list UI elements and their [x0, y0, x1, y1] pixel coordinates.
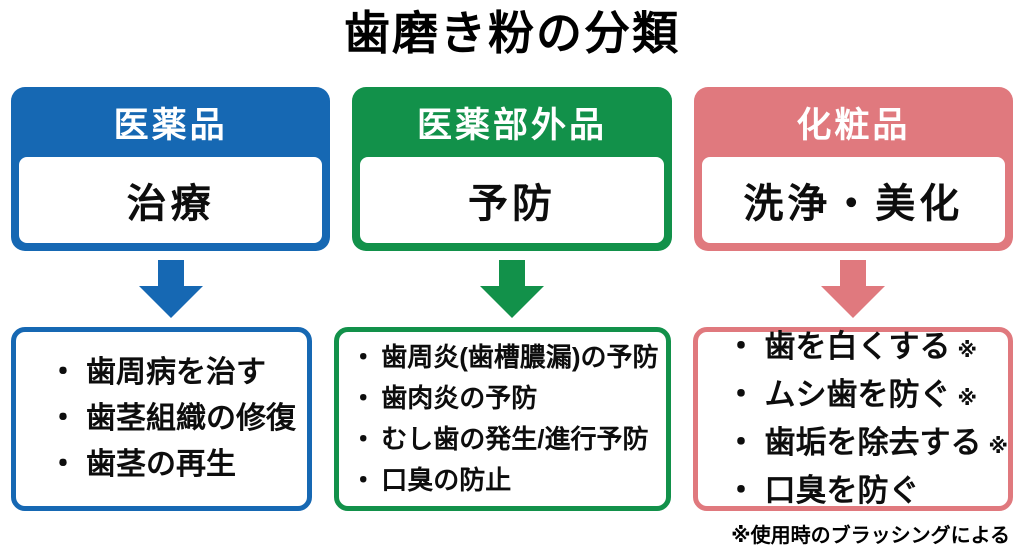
category-name: 化粧品 [796, 105, 911, 145]
list-item: ・ むし歯の発生/進行予防 [339, 419, 665, 460]
bullet-marker: ・ [350, 383, 377, 414]
category-purpose: 予防 [360, 157, 664, 244]
effect-text: 口臭の防止 [381, 465, 512, 496]
effect-text: 歯肉炎の予防 [381, 383, 538, 414]
bullet-marker: ・ [48, 356, 78, 390]
footnote: ※使用時のブラッシングによる [731, 525, 1010, 548]
category-purpose: 洗浄・美化 [701, 157, 1005, 244]
list-item: ・ ムシ歯を防ぐ ※ [698, 373, 1008, 421]
list-item: ・ 口臭を防ぐ [698, 469, 1008, 513]
bullet-marker: ・ [725, 329, 757, 365]
effects-box-quasi-drug: ・ 歯周炎(歯槽膿漏)の予防 ・ 歯肉炎の予防 ・ むし歯の発生/進行予防 ・ … [334, 327, 671, 512]
down-arrow-icon [138, 260, 203, 319]
list-item: ・ 歯茎の再生 [16, 442, 307, 488]
effect-text: 歯周炎(歯槽膿漏)の予防 [381, 342, 659, 373]
effect-text: むし歯の発生/進行予防 [381, 424, 649, 455]
category-name: 医薬部外品 [416, 105, 607, 145]
bullet-marker: ・ [725, 377, 757, 413]
diagram-title: 歯磨き粉の分類 [344, 7, 680, 59]
category-purpose: 治療 [19, 157, 323, 244]
effect-text: 歯垢を除去する [764, 425, 982, 461]
effect-text: ムシ歯を防ぐ [764, 377, 951, 413]
effect-text: 歯茎組織の修復 [86, 402, 296, 436]
bullet-marker: ・ [725, 473, 757, 509]
list-item: ・ 歯を白くする ※ [698, 325, 1008, 373]
category-card-quasi-drug: 医薬部外品 予防 [352, 87, 672, 252]
effects-box-pharmaceutical: ・ 歯周病を治す ・ 歯茎組織の修復 ・ 歯茎の再生 [11, 327, 313, 512]
list-item: ・ 歯茎組織の修復 [16, 396, 307, 442]
bullet-marker: ・ [350, 424, 377, 455]
asterisk-note: ※ [957, 388, 977, 411]
bullet-marker: ・ [350, 465, 377, 496]
effect-text: 口臭を防ぐ [764, 473, 920, 509]
asterisk-note: ※ [988, 436, 1008, 459]
asterisk-note: ※ [957, 340, 977, 363]
effect-text: 歯茎の再生 [86, 448, 236, 482]
arrow-row [0, 251, 1024, 327]
bullet-marker: ・ [350, 342, 377, 373]
list-item: ・ 歯周病を治す [16, 350, 307, 396]
list-item: ・ 口臭の防止 [339, 460, 665, 501]
category-card-pharmaceutical: 医薬品 治療 [11, 87, 331, 252]
down-arrow-icon [821, 260, 886, 319]
effects-row: ・ 歯周病を治す ・ 歯茎組織の修復 ・ 歯茎の再生 ・ 歯周炎(歯槽膿漏)の予… [0, 325, 1024, 513]
bullet-marker: ・ [725, 425, 757, 461]
effects-box-cosmetic: ・ 歯を白くする ※ ・ ムシ歯を防ぐ ※ ・ 歯垢を除去する ※ ・ 口臭を防… [692, 325, 1013, 513]
category-card-cosmetic: 化粧品 洗浄・美化 [693, 87, 1013, 252]
down-arrow-icon [479, 260, 544, 319]
bullet-marker: ・ [48, 448, 78, 482]
list-item: ・ 歯周炎(歯槽膿漏)の予防 [339, 337, 665, 378]
effect-text: 歯を白くする [764, 329, 951, 365]
list-item: ・ 歯垢を除去する ※ [698, 421, 1008, 469]
bullet-marker: ・ [48, 402, 78, 436]
category-header-row: 医薬品 治療 医薬部外品 予防 化粧品 洗浄・美化 [0, 87, 1024, 252]
category-name: 医薬品 [113, 105, 228, 145]
effect-text: 歯周病を治す [86, 356, 266, 390]
list-item: ・ 歯肉炎の予防 [339, 378, 665, 419]
